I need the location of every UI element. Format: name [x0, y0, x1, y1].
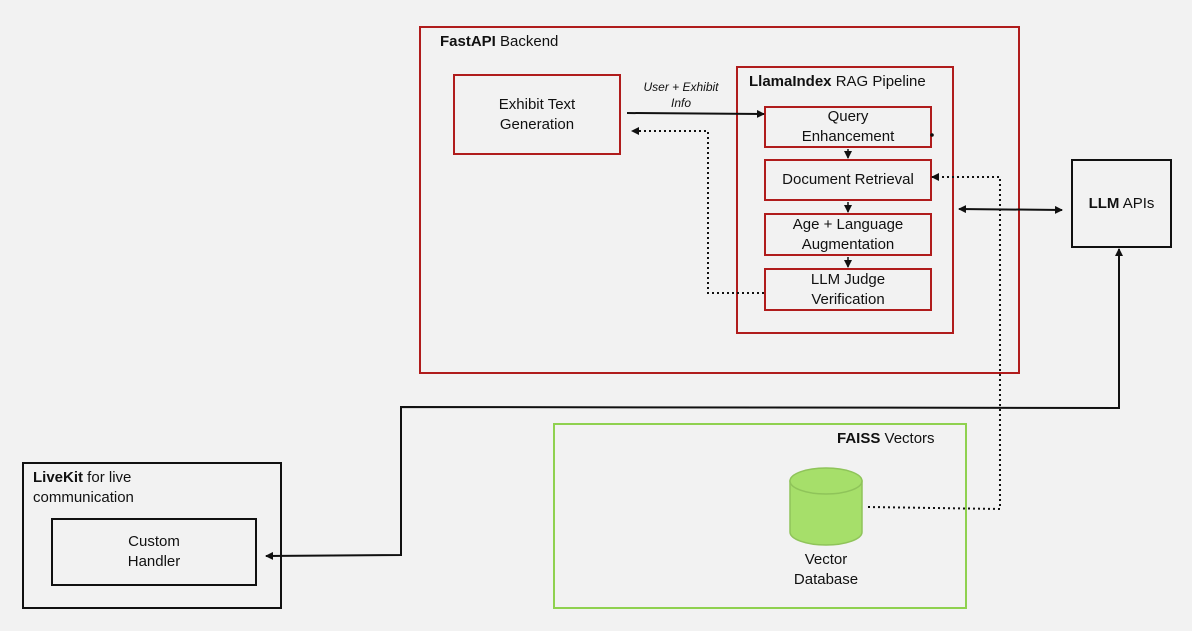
rag-pipeline-title: LlamaIndex RAG Pipeline — [749, 73, 926, 90]
fastapi-backend-title: FastAPI Backend — [440, 33, 559, 50]
exhibit-text-generation-label: Exhibit Text Generation — [498, 95, 576, 133]
llm-apis-box — [1071, 159, 1172, 248]
llm-judge-verification-label: LLM Judge Verification — [810, 270, 886, 308]
faiss-vectors-title: FAISS Vectors — [837, 430, 935, 447]
query-enhancement-box — [764, 106, 932, 148]
exhibit-text-generation-box — [453, 74, 621, 155]
age-language-augmentation-label: Age + Language Augmentation — [792, 215, 904, 253]
vector-database-label: Vector Database — [793, 551, 859, 588]
livekit-title: LiveKit for live communication — [33, 469, 134, 506]
custom-handler-label: Custom Handler — [127, 533, 181, 570]
llm-apis-label: LLM APIs — [1088, 194, 1155, 212]
custom-handler-box — [51, 518, 257, 586]
document-retrieval-label: Document Retrieval — [782, 171, 914, 188]
faiss-vectors-container — [553, 423, 967, 609]
user-exhibit-info-label: User + Exhibit Info — [643, 80, 719, 110]
query-enhancement-label: Query Enhancement — [801, 108, 895, 145]
